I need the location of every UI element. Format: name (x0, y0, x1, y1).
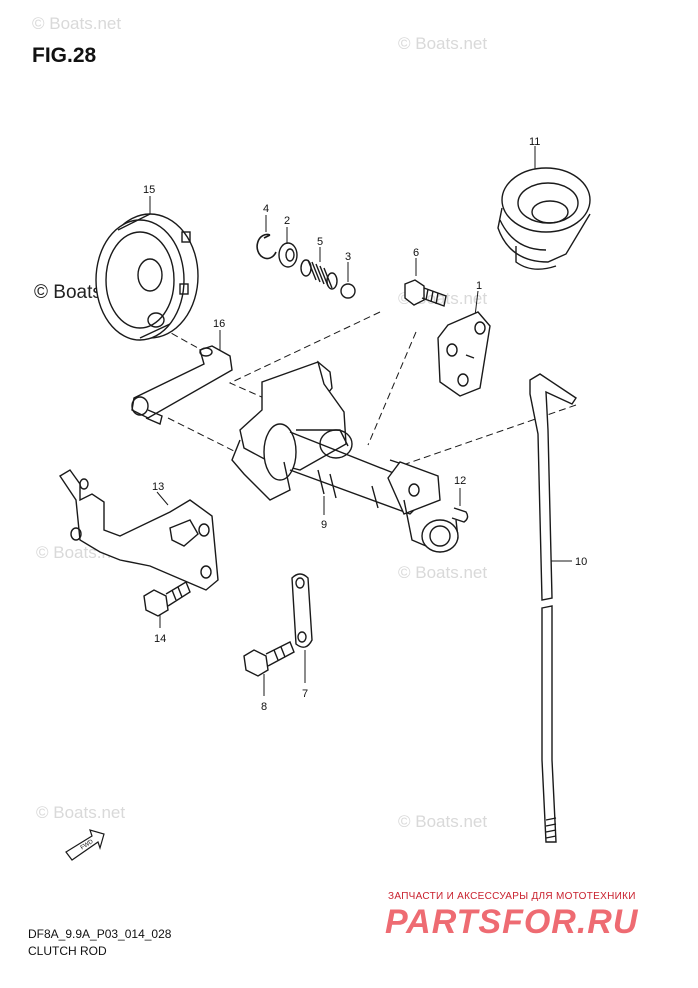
watermark: © Boats.net (398, 563, 488, 582)
part-16-crank (131, 345, 233, 425)
watermark: © Boats.net (398, 34, 488, 53)
callout-labels: 1 2 3 4 5 6 7 8 9 10 11 12 13 14 15 16 (143, 136, 587, 713)
part-11-grommet (497, 167, 591, 270)
callout-5: 5 (317, 236, 323, 248)
part-3-ball (340, 283, 356, 299)
part-5-spring (300, 259, 338, 290)
watermark: © Boats.net (36, 803, 126, 822)
part-7-link (291, 573, 313, 648)
callout-1: 1 (476, 280, 482, 292)
part-9-shaft (231, 360, 459, 553)
leader-lines (149, 146, 577, 696)
callout-6: 6 (413, 247, 419, 259)
part-13-bracket (59, 469, 219, 591)
callout-13: 13 (152, 481, 164, 493)
callout-9: 9 (321, 519, 327, 531)
callout-15: 15 (143, 184, 155, 196)
part-12-pin (451, 507, 469, 523)
callout-4: 4 (263, 203, 269, 215)
part-4-circlip (256, 233, 277, 260)
part-15-pulley (95, 213, 199, 341)
callout-3: 3 (345, 251, 351, 263)
part-14-bolt (143, 580, 191, 617)
fwd-arrow-icon: FWD (65, 829, 105, 861)
shop-tagline: ЗАПЧАСТИ И АКСЕССУАРЫ ДЛЯ МОТОТЕХНИКИ (388, 891, 636, 902)
watermark: © Boats.net (32, 14, 122, 33)
watermark: © Boats.net (398, 812, 488, 831)
part-10-rod (529, 373, 577, 843)
callout-11: 11 (529, 136, 540, 148)
diagram-caption: CLUTCH ROD (28, 944, 107, 958)
part-6-bolt (404, 279, 447, 307)
figure-title: FIG.28 (32, 44, 97, 67)
callout-10: 10 (575, 556, 587, 568)
callout-16: 16 (213, 318, 225, 330)
shop-logo: PARTSFOR.RU (385, 903, 639, 941)
callout-8: 8 (261, 701, 267, 713)
callout-2: 2 (284, 215, 290, 227)
callout-14: 14 (154, 633, 166, 645)
callout-7: 7 (302, 688, 308, 700)
part-1-plate (437, 311, 491, 397)
part-2-washer (278, 242, 298, 268)
callout-12: 12 (454, 475, 466, 487)
part-8-bolt (243, 641, 295, 677)
diagram-code: DF8A_9.9A_P03_014_028 (28, 927, 172, 941)
